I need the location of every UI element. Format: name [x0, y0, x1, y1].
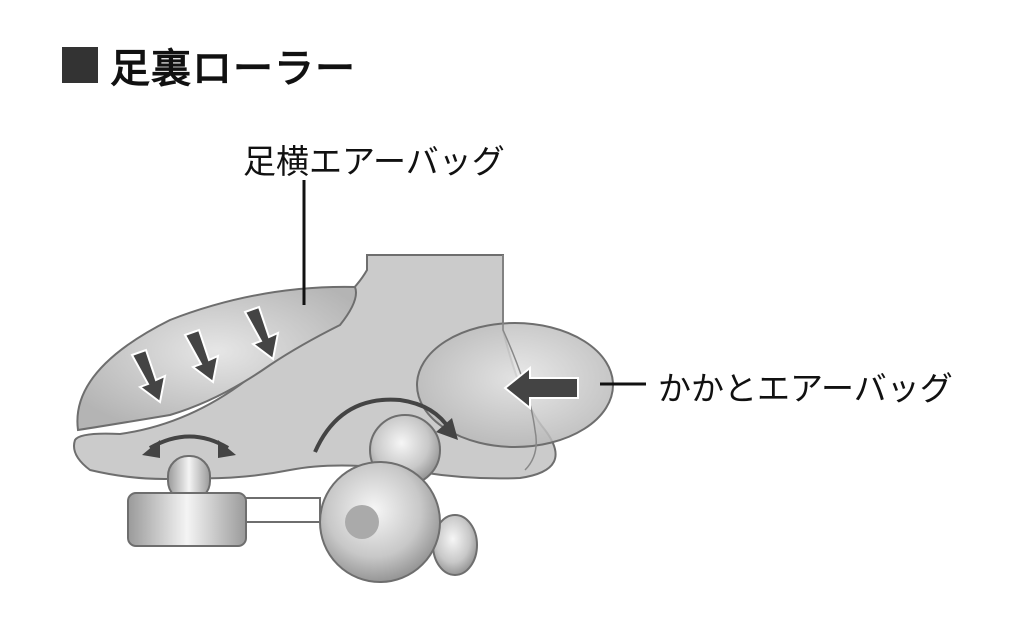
- down-arrow-icon: [130, 348, 167, 404]
- section-title: 足裏ローラー: [62, 36, 356, 94]
- pressure-arrows: [130, 305, 579, 411]
- heel-airbag-label: かかとエアーバッグ: [658, 369, 953, 408]
- section-title-text: 足裏ローラー: [110, 46, 356, 92]
- rotate-arrow-icon: [313, 397, 452, 453]
- down-arrow-icon: [183, 328, 220, 384]
- roller-mechanism: [127, 414, 478, 583]
- main-roller: [319, 461, 441, 583]
- down-arrow-icon: [243, 305, 280, 361]
- left-arrow-icon: [503, 365, 579, 411]
- square-bullet-icon: [62, 47, 98, 83]
- side-airbag-label: 足横エアーバッグ: [243, 142, 505, 181]
